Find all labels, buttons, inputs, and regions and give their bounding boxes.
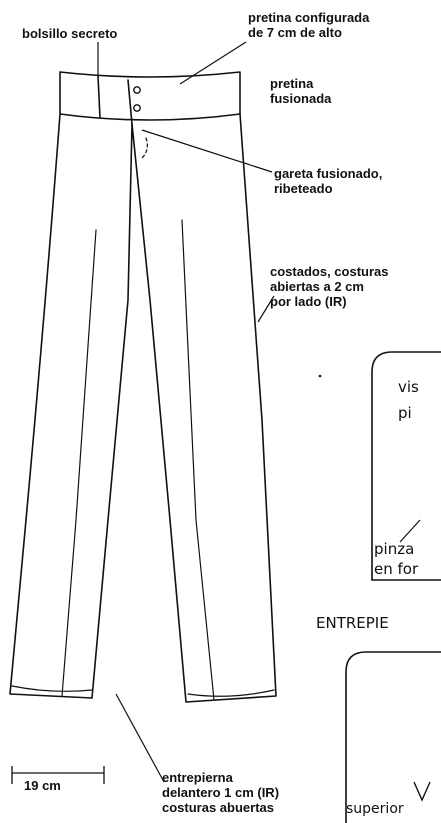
left-leg-outline	[9, 113, 133, 699]
secret-pocket	[97, 75, 101, 119]
label-pretina-fusionada: pretina fusionada	[270, 76, 332, 106]
stray-dot	[318, 374, 322, 378]
button-top	[133, 86, 141, 94]
panel2-text-superior: superior	[346, 801, 404, 817]
side-panel-1-leader	[399, 519, 421, 543]
leader-costados	[257, 295, 275, 323]
side-panel-1	[371, 351, 441, 581]
side-panel-2-arrow	[413, 781, 431, 802]
label-costados: costados, costuras abiertas a 2 cm por l…	[270, 264, 389, 309]
right-leg-outline	[131, 113, 277, 703]
leader-pretina	[179, 41, 247, 85]
side-panel-2	[345, 651, 441, 823]
panel1-text-vis: vis	[398, 378, 419, 396]
label-medida: 19 cm	[24, 778, 61, 793]
measure-bracket	[11, 766, 105, 784]
waistband	[59, 71, 241, 121]
panel1-text-pi: pi	[398, 404, 412, 422]
fly-line	[127, 79, 133, 125]
left-crease	[61, 229, 97, 697]
button-bottom	[133, 104, 141, 112]
panel1-text-en-for: en for	[374, 560, 419, 578]
left-hem	[11, 685, 93, 692]
right-crease	[181, 219, 215, 701]
label-pretina-configurada: pretina configurada de 7 cm de alto	[248, 10, 370, 40]
leader-entrepierna	[115, 693, 165, 783]
panel1-text-pinza: pinza	[374, 540, 415, 558]
label-entrepierna: entrepierna delantero 1 cm (IR) costuras…	[162, 770, 280, 815]
right-hem	[187, 689, 275, 697]
pocket-curve	[141, 137, 148, 159]
label-bolsillo-secreto: bolsillo secreto	[22, 26, 118, 41]
leader-gareta	[141, 129, 273, 173]
side-heading: ENTREPIE	[316, 614, 389, 632]
label-gareta: gareta fusionado, ribeteado	[274, 166, 383, 196]
